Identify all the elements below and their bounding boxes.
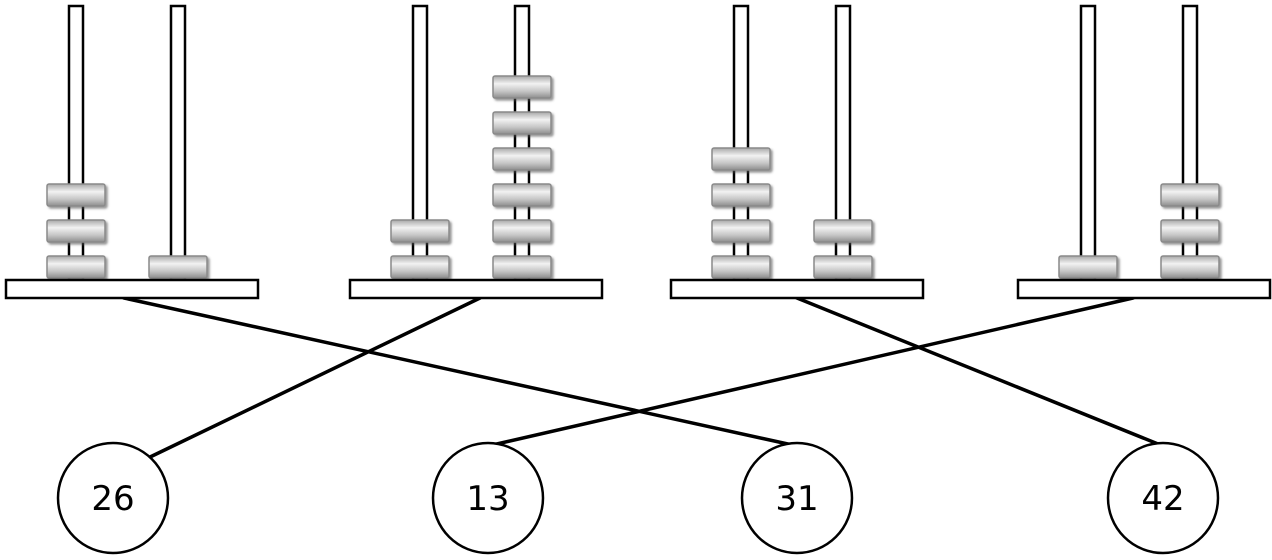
abacus-base — [4, 278, 260, 300]
abacus-base — [669, 278, 925, 300]
abacus-bead — [1160, 183, 1220, 207]
abacus-bead — [492, 183, 552, 207]
abacus-bead — [492, 147, 552, 171]
number-circle: 31 — [740, 441, 854, 555]
number-label: 26 — [91, 479, 134, 519]
number-circles: 26 13 31 42 — [56, 441, 1220, 555]
number-circle-outline — [56, 441, 170, 555]
number-circle: 26 — [56, 441, 170, 555]
abacus — [1016, 4, 1272, 300]
matching-line — [795, 296, 1165, 448]
abacus-base — [348, 278, 604, 300]
abacus-bead — [711, 219, 771, 243]
number-label: 31 — [775, 479, 818, 519]
abacus-bead — [390, 255, 450, 279]
abacus-bead — [492, 219, 552, 243]
abacus-bead — [711, 183, 771, 207]
number-label: 13 — [466, 479, 509, 519]
abacus-bead — [813, 219, 873, 243]
abacus-group — [4, 4, 1272, 300]
abacus-bead — [148, 255, 208, 279]
abacus-bead — [1160, 255, 1220, 279]
matching-lines — [122, 296, 1165, 460]
abacus-bead — [492, 75, 552, 99]
abacus-bead — [46, 183, 106, 207]
number-circle-outline — [431, 441, 545, 555]
matching-line — [146, 296, 482, 460]
number-label: 42 — [1141, 479, 1184, 519]
abacus-bead — [711, 147, 771, 171]
abacus-base — [1016, 278, 1272, 300]
abacus — [669, 4, 925, 300]
abacus-bead — [813, 255, 873, 279]
abacus-bead — [46, 219, 106, 243]
matching-line — [122, 296, 799, 448]
abacus-bead — [711, 255, 771, 279]
abacus-bead — [492, 111, 552, 135]
number-circle: 13 — [431, 441, 545, 555]
abacus-bead — [390, 219, 450, 243]
abacus-rod-ones — [169, 4, 187, 282]
number-circle-outline — [1106, 441, 1220, 555]
abacus-rod-tens — [1079, 4, 1097, 282]
abacus — [348, 4, 604, 300]
abacus-bead — [1058, 255, 1118, 279]
number-circle-outline — [740, 441, 854, 555]
number-circle: 42 — [1106, 441, 1220, 555]
abacus-bead — [492, 255, 552, 279]
abacus-bead — [46, 255, 106, 279]
matching-line — [486, 296, 1135, 448]
abacus-bead — [1160, 219, 1220, 243]
abacus — [4, 4, 260, 300]
